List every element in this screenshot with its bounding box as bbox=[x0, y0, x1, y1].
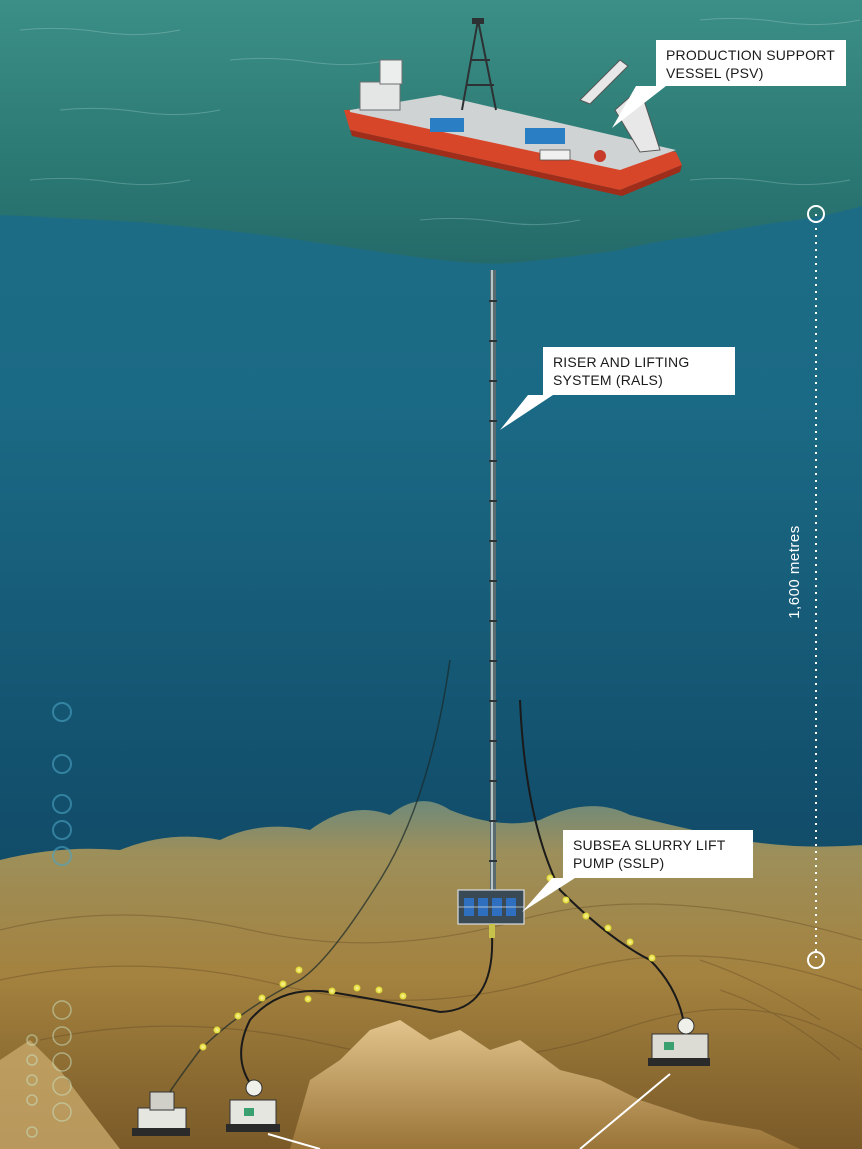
collector-machine-middle bbox=[226, 1079, 280, 1132]
tether-left bbox=[164, 659, 451, 1101]
depth-label: 1,600 metres bbox=[786, 525, 803, 619]
side-rings bbox=[52, 702, 72, 866]
rals-label: RISER AND LIFTING SYSTEM (RALS) bbox=[543, 347, 735, 395]
callout-pointers bbox=[500, 86, 666, 912]
surface-ripples bbox=[19, 17, 861, 226]
buoyancy-lights bbox=[199, 874, 656, 1051]
lower-rings bbox=[26, 1000, 72, 1138]
collector-callout-line-right bbox=[579, 1073, 671, 1149]
collector-machine-left bbox=[132, 1091, 190, 1136]
sslp-label: SUBSEA SLURRY LIFT PUMP (SSLP) bbox=[563, 830, 753, 878]
seafloor-ridges bbox=[0, 903, 862, 1061]
rals-pointer bbox=[500, 395, 553, 430]
depth-marker-top bbox=[807, 205, 825, 223]
collector-callout-line-left bbox=[267, 1133, 321, 1149]
seafloor bbox=[0, 801, 862, 1149]
depth-marker-bottom bbox=[807, 951, 825, 969]
subsea-pump bbox=[457, 889, 525, 938]
sslp-pointer bbox=[522, 878, 575, 912]
production-support-vessel bbox=[344, 18, 682, 196]
psv-label: PRODUCTION SUPPORT VESSEL (PSV) bbox=[656, 40, 846, 86]
riser-pipe bbox=[489, 270, 497, 900]
psv-pointer bbox=[612, 86, 666, 128]
foreground-hills bbox=[290, 1020, 800, 1149]
collector-machine-right bbox=[648, 1017, 710, 1066]
